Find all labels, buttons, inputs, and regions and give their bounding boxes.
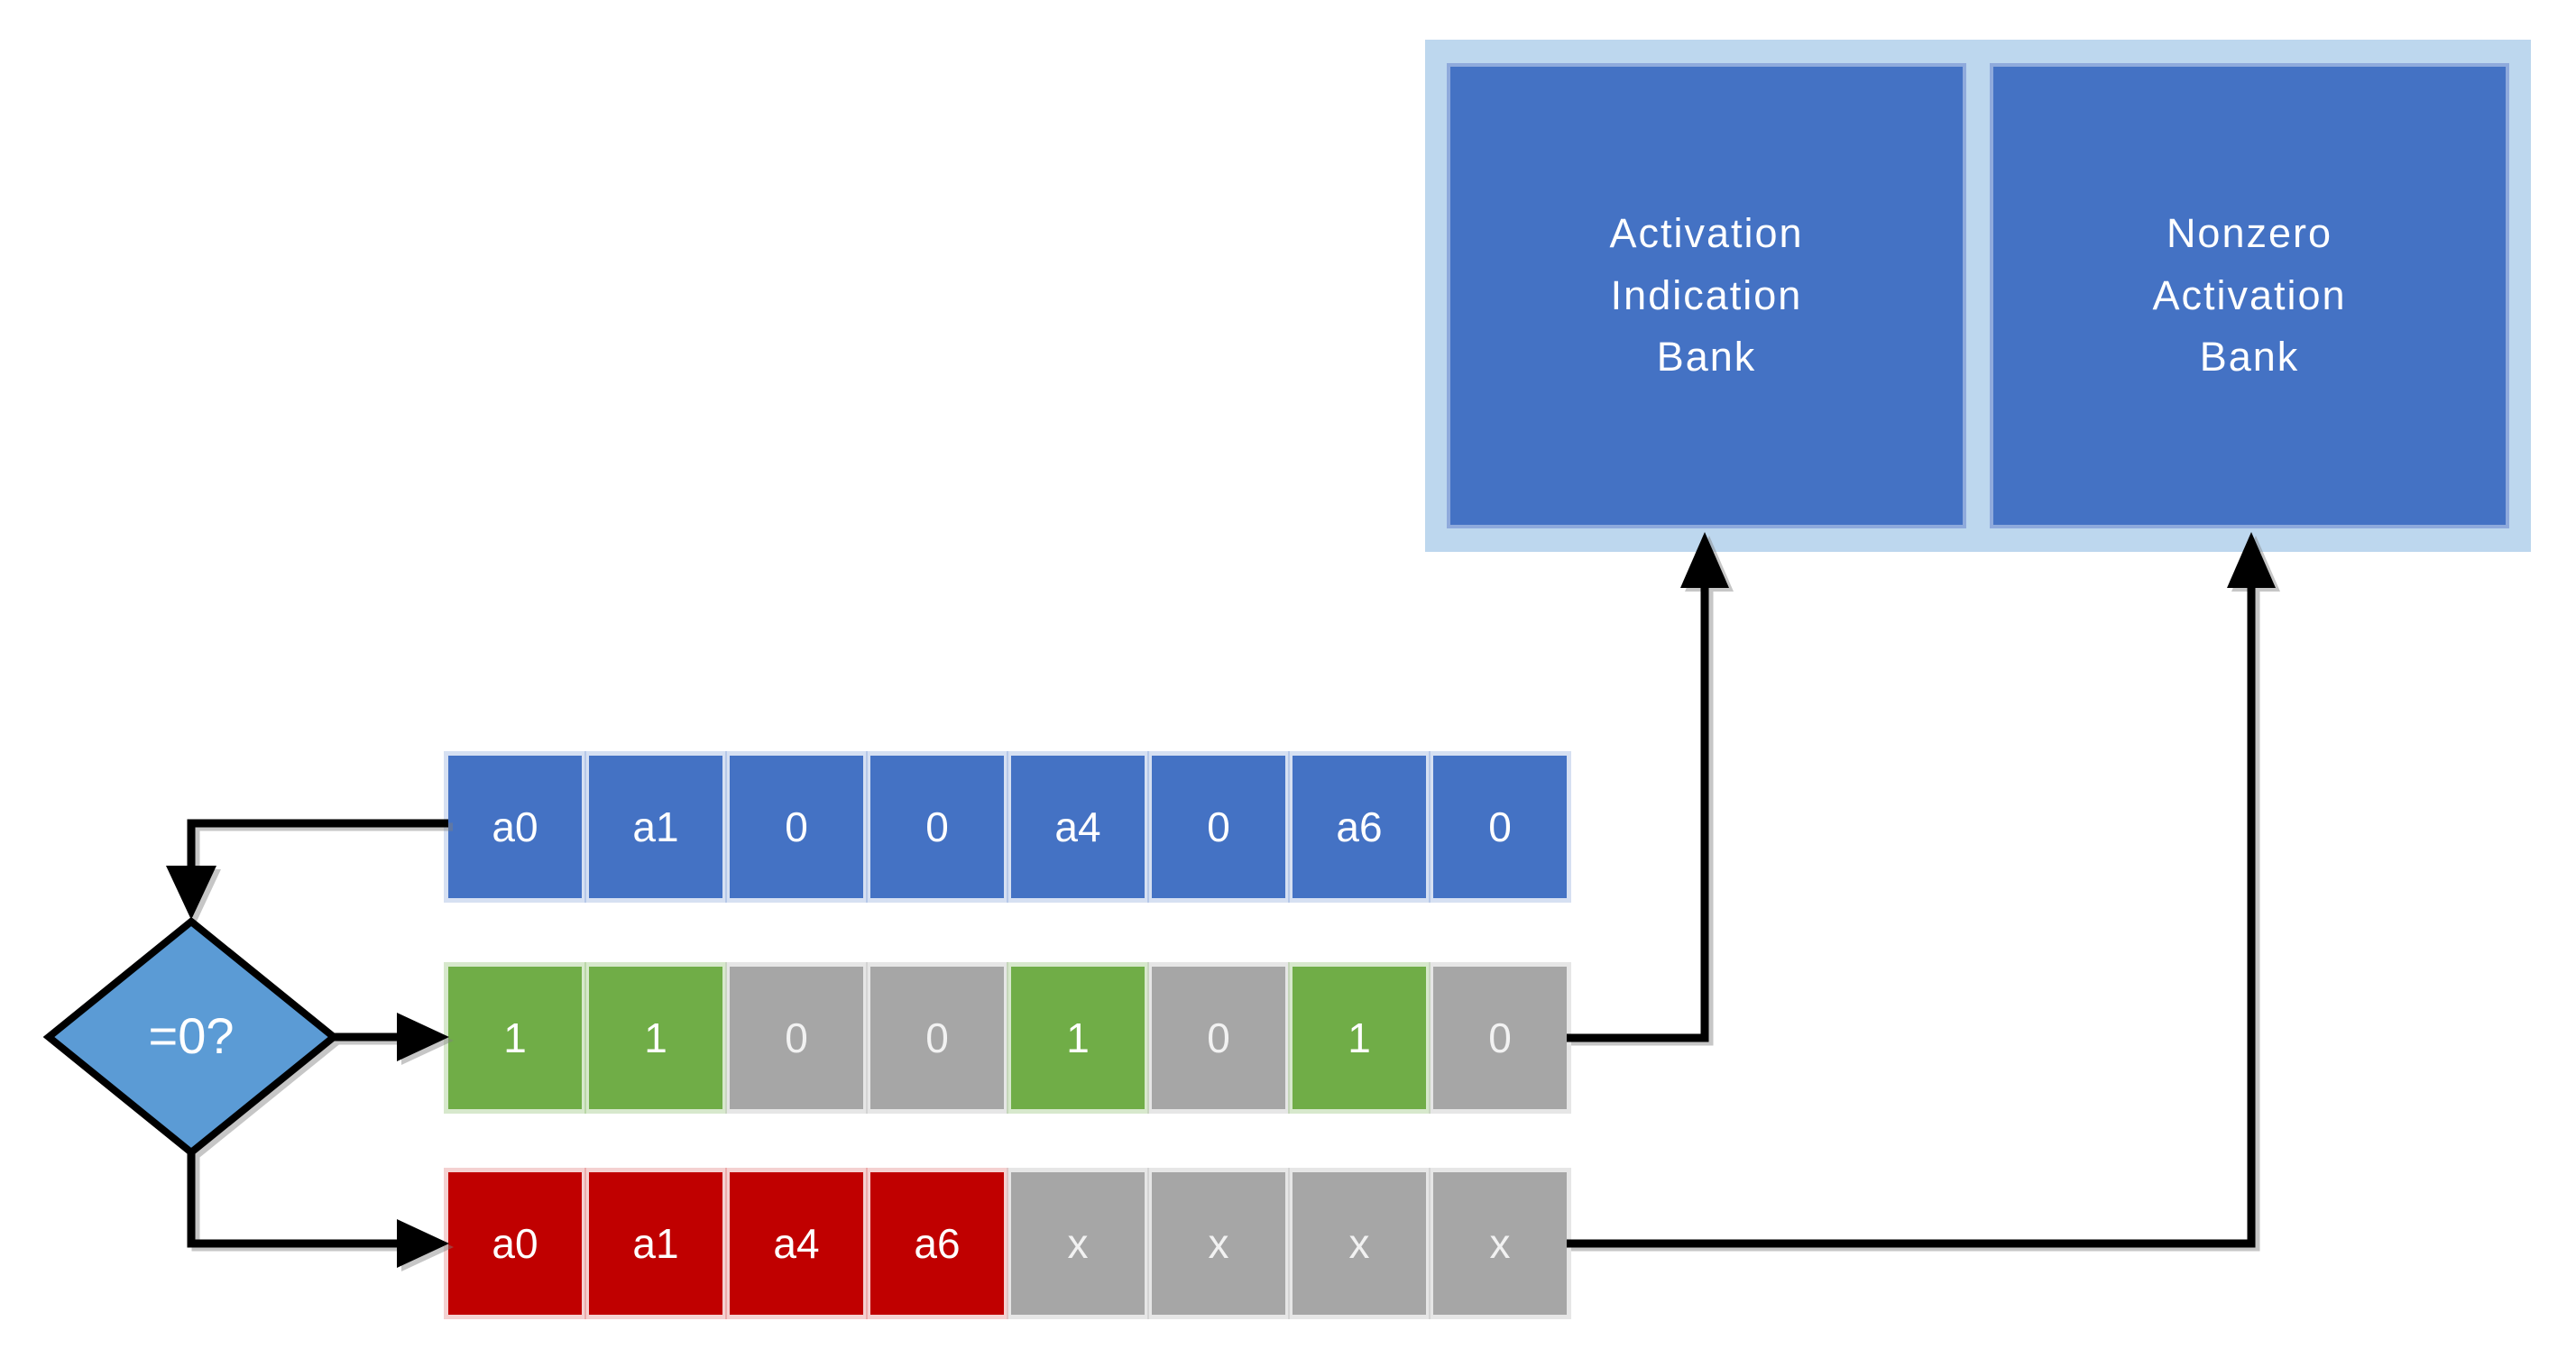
vector-cell: a1 — [589, 1172, 722, 1315]
arrow-activations-to-decision — [187, 819, 448, 867]
vector-cell: a1 — [589, 756, 722, 898]
vector-cell: 1 — [1011, 967, 1145, 1109]
indication-vector-row: 1 1 0 0 1 0 1 0 — [448, 967, 1567, 1109]
arrow-decision-to-nonzero-row — [187, 1152, 400, 1248]
vector-cell: x — [1011, 1172, 1145, 1315]
arrowhead-down-icon — [166, 866, 216, 920]
vector-cell: x — [1152, 1172, 1285, 1315]
arrow-nonzero-row-to-bank — [1567, 586, 2256, 1248]
arrowhead-right-icon — [397, 1013, 449, 1061]
vector-cell: a0 — [448, 756, 582, 898]
banks-container: Activation Indication Bank Nonzero Activ… — [1425, 40, 2531, 552]
vector-cell: 0 — [1433, 756, 1567, 898]
vector-cell: 0 — [730, 967, 863, 1109]
vector-cell: x — [1433, 1172, 1567, 1315]
arrow-indication-row-to-bank — [1567, 586, 1709, 1042]
bank-label: Nonzero Activation Bank — [2152, 210, 2347, 381]
vector-cell: 0 — [870, 756, 1004, 898]
vector-cell: 0 — [1152, 756, 1285, 898]
arrowhead-right-icon — [397, 1219, 449, 1268]
vector-cell: a4 — [730, 1172, 863, 1315]
vector-cell: 0 — [1433, 967, 1567, 1109]
vector-cell: a0 — [448, 1172, 582, 1315]
vector-cell: 0 — [1152, 967, 1285, 1109]
vector-cell: x — [1293, 1172, 1426, 1315]
nonzero-activation-bank: Nonzero Activation Bank — [1990, 63, 2509, 528]
vector-cell: 1 — [448, 967, 582, 1109]
vector-cell: 1 — [1293, 967, 1426, 1109]
vector-cell: a6 — [870, 1172, 1004, 1315]
vector-cell: 0 — [730, 756, 863, 898]
bank-label: Activation Indication Bank — [1609, 210, 1804, 381]
vector-cell: a4 — [1011, 756, 1145, 898]
vector-cell: 1 — [589, 967, 722, 1109]
decision-label: =0? — [148, 1007, 235, 1064]
activation-indication-bank: Activation Indication Bank — [1447, 63, 1966, 528]
vector-cell: 0 — [870, 967, 1004, 1109]
vector-cell: a6 — [1293, 756, 1426, 898]
activation-vector-row: a0 a1 0 0 a4 0 a6 0 — [448, 756, 1567, 898]
nonzero-vector-row: a0 a1 a4 a6 x x x x — [448, 1172, 1567, 1315]
